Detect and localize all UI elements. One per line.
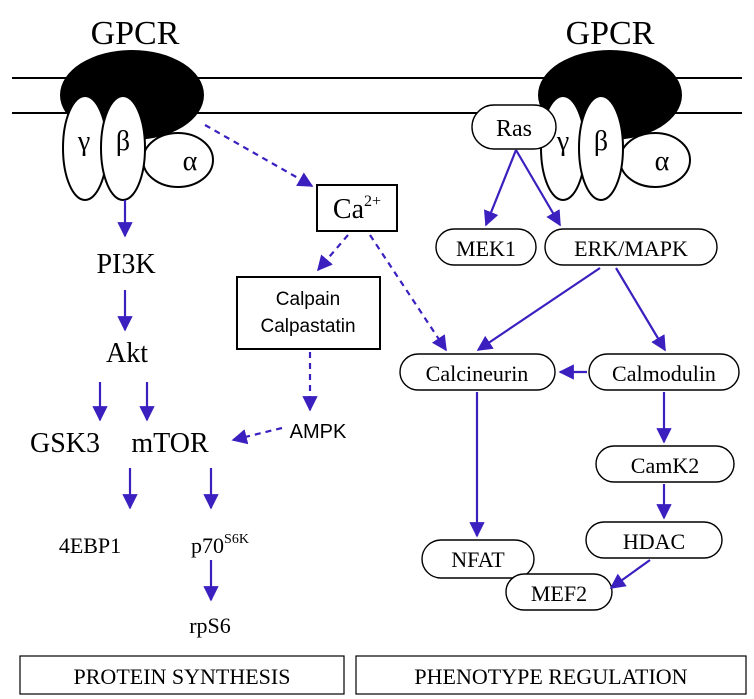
akt-label: Akt: [106, 338, 148, 369]
arrow-gpcr-to-ca2: [204, 124, 314, 187]
4ebp1-label: 4EBP1: [59, 533, 121, 558]
mef2-node: [505, 573, 613, 611]
gpcr-right-alpha-label: α: [655, 146, 670, 177]
p70-base: p70: [191, 533, 224, 558]
ras-label: Ras: [496, 116, 532, 142]
ampk-label: AMPK: [290, 421, 347, 443]
nfat-node: [421, 539, 535, 579]
rps6-label: rpS6: [189, 613, 231, 638]
pi3k-label: PI3K: [96, 249, 155, 280]
gpcr-right-beta-subunit: [578, 95, 624, 201]
nfat-label: NFAT: [451, 547, 505, 572]
gpcr-left-beta-label: β: [116, 126, 130, 157]
gpcr-left-beta-subunit: [100, 95, 146, 201]
gpcr-left-label: GPCR: [91, 15, 180, 52]
arrow-ras-to-erk: [515, 149, 561, 227]
camk2-label: CamK2: [631, 453, 699, 478]
mtor-label: mTOR: [131, 428, 209, 459]
phenotype-regulation-label: PHENOTYPE REGULATION: [414, 664, 687, 689]
arrow-ca2-to-calpain: [316, 234, 349, 272]
calpain-calpastatin-box: [236, 276, 381, 350]
erk-mapk-label: ERK/MAPK: [574, 236, 688, 261]
calpastatin-label: Calpastatin: [260, 316, 355, 337]
erk-mapk-node: [544, 228, 718, 266]
calmodulin-label: Calmodulin: [612, 361, 716, 386]
ras-node: [471, 104, 557, 150]
mek1-node: [435, 228, 537, 266]
ca2-box: [316, 184, 398, 232]
arrow-erk-to-calcineurin: [476, 267, 601, 351]
p70-superscript: S6K: [224, 532, 249, 547]
mef2-label: MEF2: [531, 581, 587, 606]
calpain-label: Calpain: [276, 289, 340, 310]
protein-synthesis-label: PROTEIN SYNTHESIS: [74, 664, 291, 689]
arrow-hdac-to-mef2: [609, 559, 651, 589]
arrow-ras-to-mek1: [483, 149, 518, 227]
protein-synthesis-box: [19, 655, 345, 695]
gsk3-label: GSK3: [30, 428, 100, 459]
gpcr-left-alpha-label: α: [183, 146, 198, 177]
gpcr-right-beta-label: β: [594, 126, 608, 157]
camk2-node: [595, 445, 735, 483]
hdac-node: [585, 521, 723, 559]
calmodulin-node: [588, 353, 740, 391]
gpcr-left-gamma-label: γ: [77, 126, 90, 157]
arrow-ampk-to-mtor: [231, 426, 283, 445]
calcineurin-node: [399, 353, 556, 391]
ca2-superscript: 2+: [364, 193, 381, 210]
arrow-ca2-to-calcineurin: [369, 234, 447, 352]
gpcr-right-gamma-label: γ: [556, 126, 569, 157]
p70s6k-label: p70S6K: [191, 532, 249, 558]
gpcr-right-label: GPCR: [566, 15, 655, 52]
ca2-label: Ca2+: [333, 193, 381, 225]
gpcr-left-alpha-subunit: [142, 132, 214, 188]
phenotype-regulation-box: [355, 655, 747, 695]
hdac-label: HDAC: [623, 529, 685, 554]
calcineurin-label: Calcineurin: [426, 361, 529, 386]
arrow-erk-to-calmodulin: [615, 267, 666, 352]
mek1-label: MEK1: [456, 236, 516, 261]
ca2-base: Ca: [333, 194, 365, 225]
